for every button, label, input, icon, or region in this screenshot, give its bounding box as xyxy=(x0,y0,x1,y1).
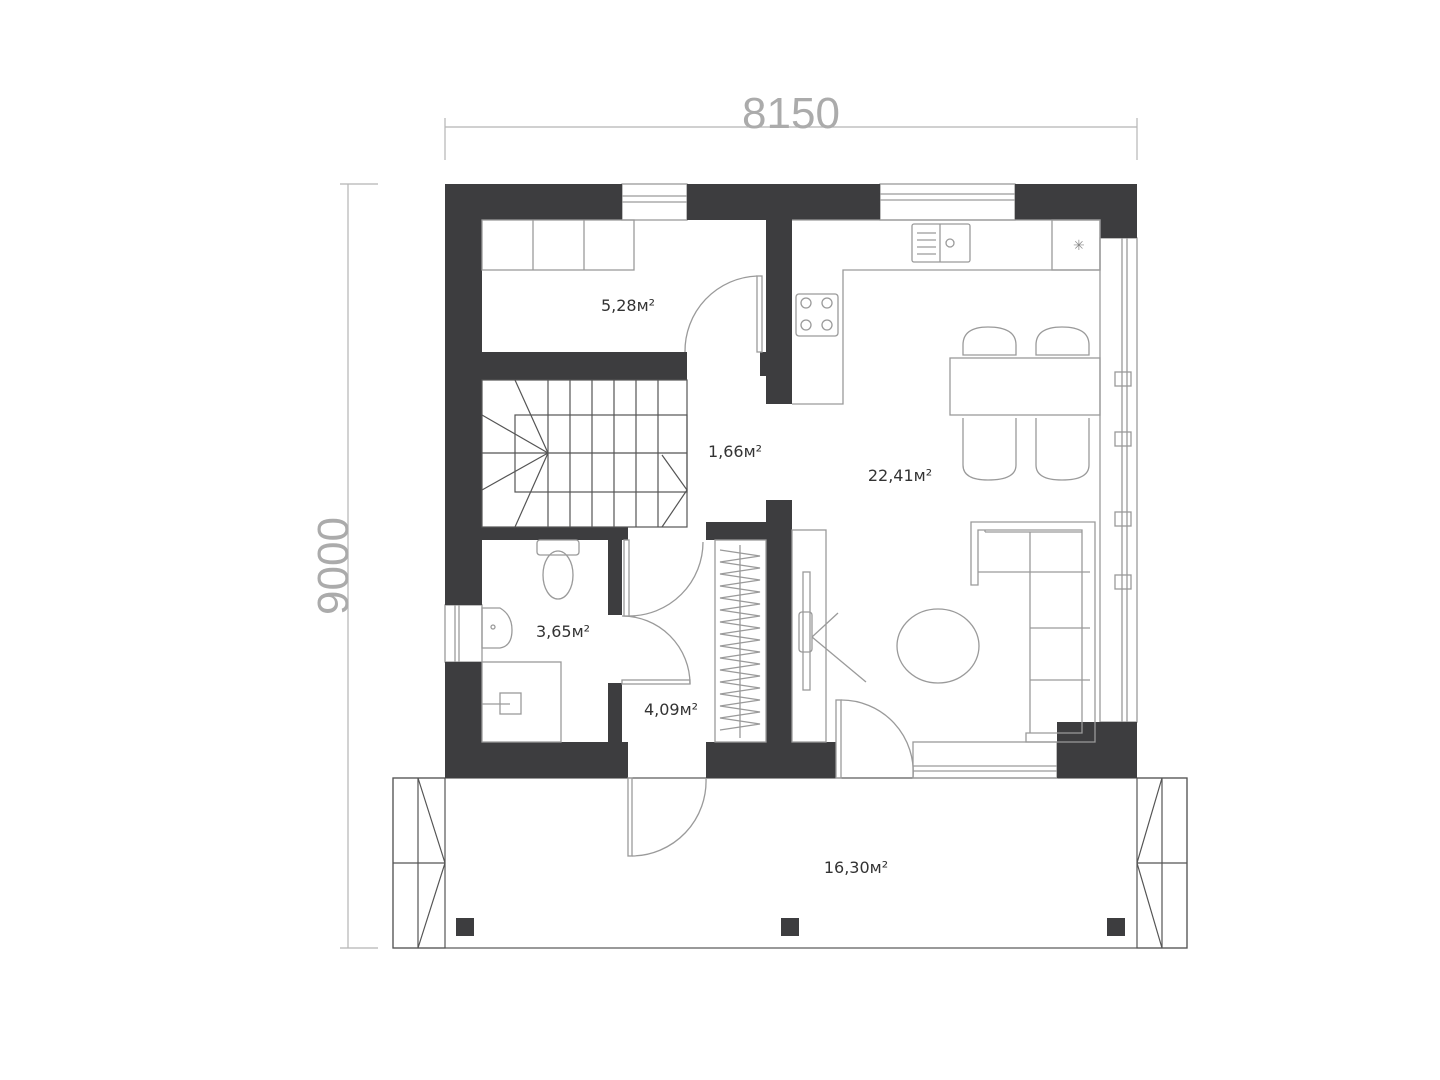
door xyxy=(835,699,914,779)
room-area-bathroom: 3,65м² xyxy=(536,622,590,641)
staircase xyxy=(481,379,688,528)
toilet-icon xyxy=(542,550,574,600)
washbasin-icon xyxy=(481,607,513,649)
sink-icon xyxy=(911,223,971,263)
room-area-kitchen-living: 22,41м² xyxy=(868,466,932,485)
bathroom-fixtures xyxy=(481,539,580,743)
wardrobe xyxy=(714,539,767,743)
storage-shelves xyxy=(481,219,635,271)
walls xyxy=(445,184,1137,778)
sofa xyxy=(970,521,1096,743)
column xyxy=(781,918,799,936)
room-area-entry: 4,09м² xyxy=(644,700,698,719)
column xyxy=(1107,918,1125,936)
room-area-storage: 5,28м² xyxy=(601,296,655,315)
dimension-width: 8150 xyxy=(444,89,1138,160)
height-label: 9000 xyxy=(309,517,358,615)
width-label: 8150 xyxy=(742,89,840,138)
kitchen-counter: ✳ xyxy=(792,219,1101,405)
shower-tray xyxy=(481,661,562,743)
svg-text:✳: ✳ xyxy=(1073,238,1085,254)
toilet-tank xyxy=(536,539,580,556)
doors xyxy=(621,539,707,857)
room-area-hall: 1,66м² xyxy=(708,442,762,461)
dining-table xyxy=(949,357,1101,416)
tv-stand xyxy=(791,529,867,743)
door xyxy=(684,275,763,353)
column xyxy=(456,918,474,936)
room-area-terrace: 16,30м² xyxy=(824,858,888,877)
dimension-height: 9000 xyxy=(309,183,378,949)
fridge-icon xyxy=(1051,219,1101,271)
stove-icon xyxy=(795,293,839,337)
terrace xyxy=(392,777,1188,949)
round-rug xyxy=(896,608,980,684)
dining-set xyxy=(949,326,1101,481)
